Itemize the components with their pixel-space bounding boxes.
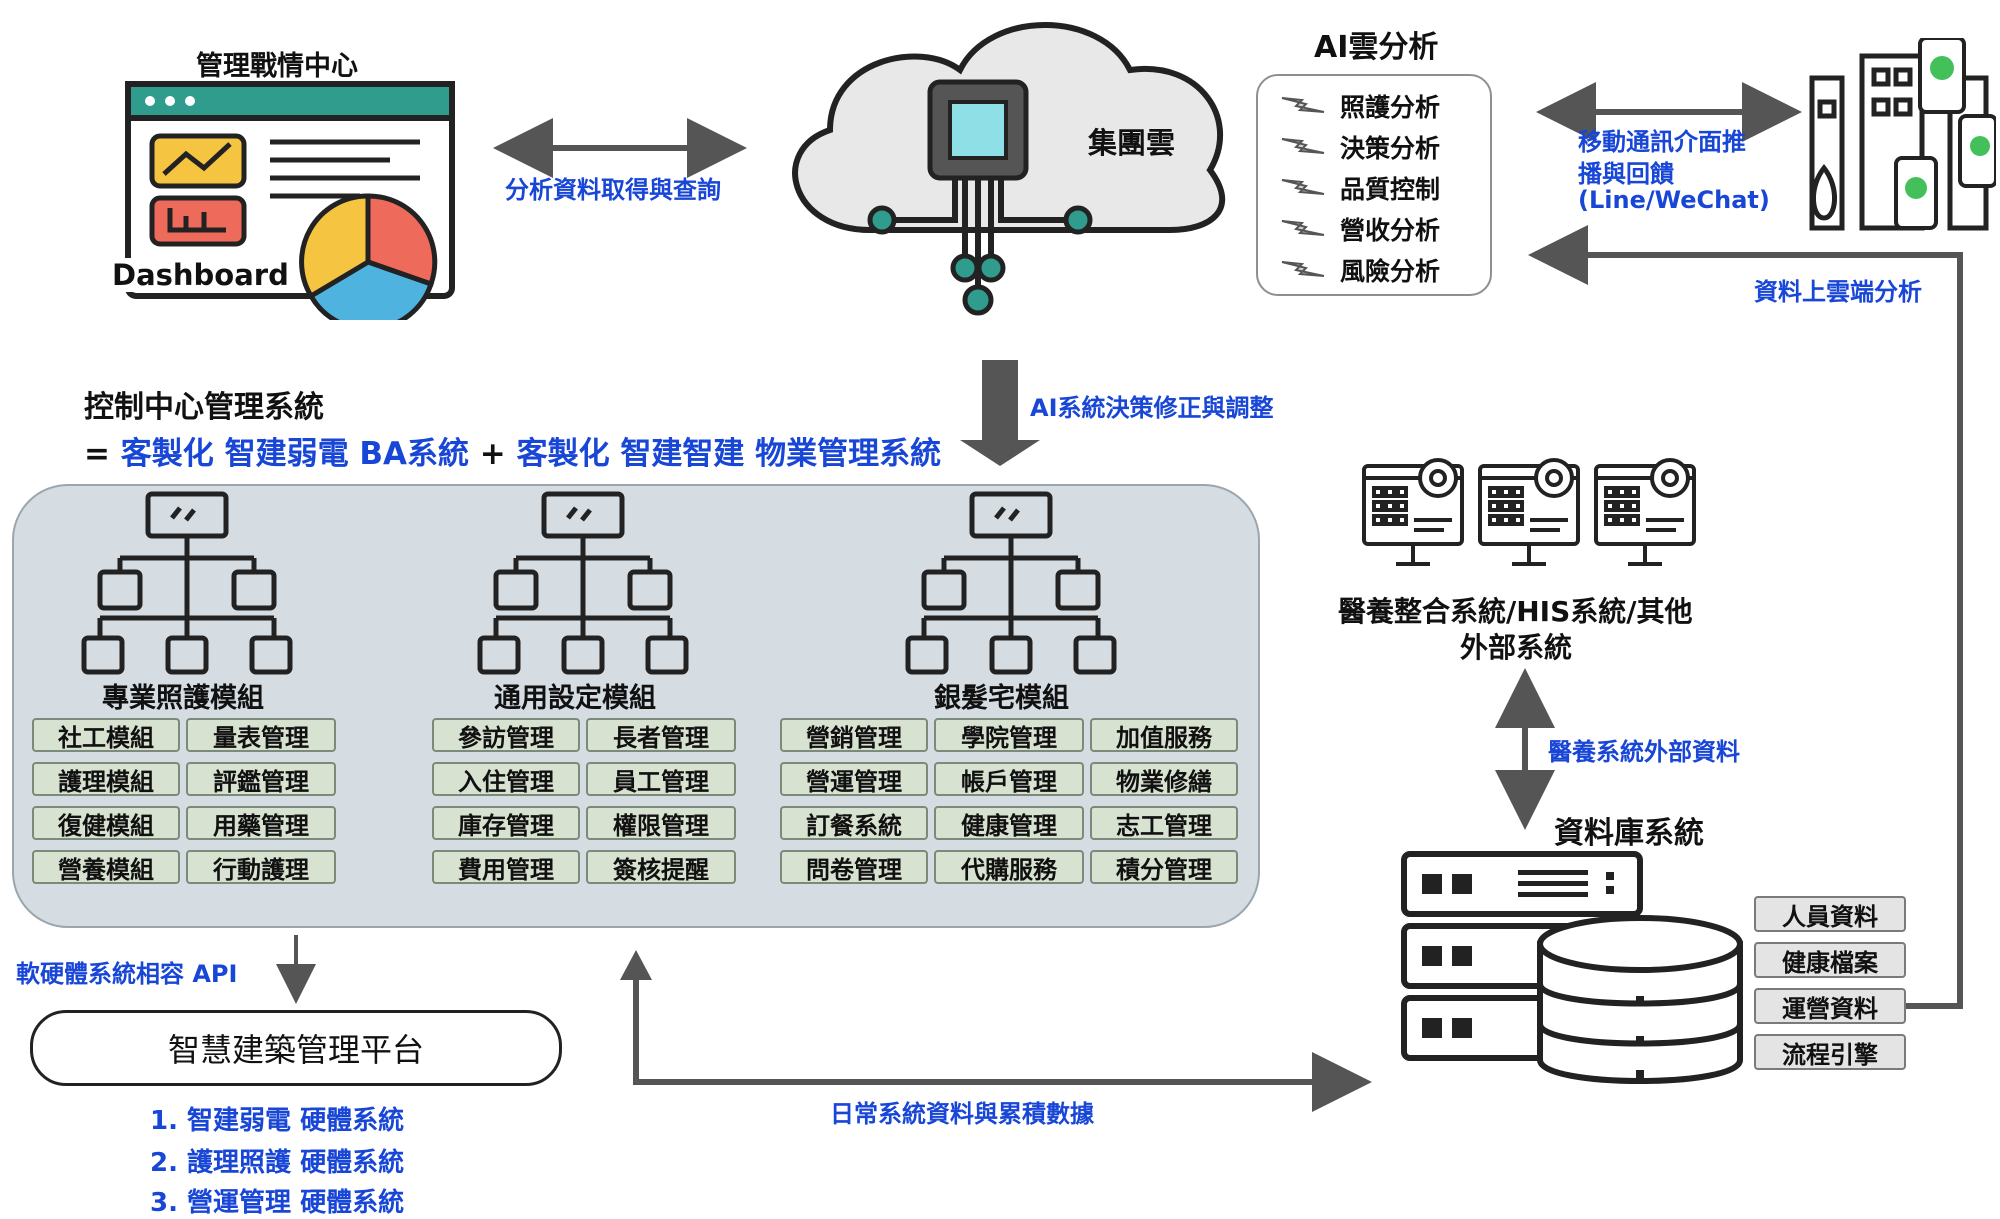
database-item[interactable]: 流程引擎	[1754, 1034, 1906, 1070]
module-item[interactable]: 費用管理	[432, 850, 580, 884]
ai-item: 決策分析	[1258, 125, 1490, 165]
module-item[interactable]: 志工管理	[1090, 806, 1238, 840]
platform-list-item: 1. 智建弱電 硬體系統	[150, 1106, 405, 1136]
his-label-line2: 外部系統	[1460, 631, 1573, 664]
module-item[interactable]: 營養模組	[32, 850, 180, 884]
ai-item-label: 品質控制	[1340, 175, 1441, 204]
lightning-icon	[1281, 138, 1325, 154]
module-item[interactable]: 量表管理	[186, 718, 336, 752]
module-item[interactable]: 營銷管理	[780, 718, 928, 752]
smart-building-platform[interactable]: 智慧建築管理平台	[30, 1010, 562, 1086]
database-title: 資料庫系統	[1554, 816, 1704, 851]
dashboard-title: 管理戰情中心	[196, 51, 358, 82]
ai-item-label: 照護分析	[1340, 93, 1441, 122]
ai-item: 營收分析	[1258, 207, 1490, 247]
cloud-upload-label: 資料上雲端分析	[1754, 278, 1922, 306]
ai-item-label: 營收分析	[1340, 216, 1441, 245]
module-item[interactable]: 行動護理	[186, 850, 336, 884]
subtitle-property-system: 客製化 智建智建 物業管理系統	[516, 436, 942, 472]
module-item[interactable]: 營運管理	[780, 762, 928, 796]
module-item[interactable]: 長者管理	[586, 718, 736, 752]
module-item[interactable]: 評鑑管理	[186, 762, 336, 796]
module-item[interactable]: 簽核提醒	[586, 850, 736, 884]
medical-external-label: 醫養系統外部資料	[1548, 738, 1740, 766]
module-item[interactable]: 社工模組	[32, 718, 180, 752]
module-item[interactable]: 代購服務	[934, 850, 1084, 884]
database-item[interactable]: 健康檔案	[1754, 942, 1906, 978]
smart-city-phones-icon	[1809, 38, 1996, 231]
module-item[interactable]: 參訪管理	[432, 718, 580, 752]
module-item[interactable]: 護理模組	[32, 762, 180, 796]
ai-analysis-box: 照護分析 決策分析 品質控制 營收分析 風險分析	[1256, 74, 1492, 296]
pie-chart-icon	[299, 193, 438, 320]
subtitle-plus: +	[479, 436, 506, 472]
module-item[interactable]: 帳戶管理	[934, 762, 1084, 796]
module-item[interactable]: 庫存管理	[432, 806, 580, 840]
ai-item: 照護分析	[1258, 84, 1490, 124]
module-title-care: 專業照護模組	[102, 683, 264, 714]
module-item[interactable]: 員工管理	[586, 762, 736, 796]
org-chart-icons	[81, 491, 1180, 675]
lightning-icon	[1281, 220, 1325, 236]
api-compat-label: 軟硬體系統相容 API	[16, 960, 238, 988]
module-item[interactable]: 用藥管理	[186, 806, 336, 840]
module-item[interactable]: 權限管理	[586, 806, 736, 840]
arrow-daily-data	[633, 970, 1372, 1112]
module-item[interactable]: 健康管理	[934, 806, 1084, 840]
arrow-ai-decision	[960, 360, 1040, 466]
ai-item-label: 決策分析	[1340, 134, 1441, 163]
platform-list-item: 3. 營運管理 硬體系統	[150, 1188, 405, 1218]
dashboard-label: Dashboard	[108, 258, 293, 292]
arrow-db-to-cloud	[1528, 225, 1963, 1009]
module-title-silver: 銀髮宅模組	[934, 683, 1069, 714]
lightning-icon	[1281, 179, 1325, 195]
module-item[interactable]: 積分管理	[1090, 850, 1238, 884]
lightning-icon	[1281, 97, 1325, 113]
module-item[interactable]: 入住管理	[432, 762, 580, 796]
ai-item: 品質控制	[1258, 166, 1490, 206]
module-title-general: 通用設定模組	[494, 683, 656, 714]
ai-item: 風險分析	[1258, 248, 1490, 288]
database-server-icon	[1401, 851, 1743, 1084]
mobile-push-label-2: 播與回饋	[1578, 160, 1674, 188]
platform-list-item: 2. 護理照護 硬體系統	[150, 1148, 405, 1178]
module-item[interactable]: 物業修繕	[1090, 762, 1238, 796]
ai-item-label: 風險分析	[1340, 257, 1441, 286]
cloud-label: 集團雲	[1088, 126, 1176, 160]
daily-data-label: 日常系統資料與累積數據	[830, 1100, 1094, 1128]
module-item[interactable]: 復健模組	[32, 806, 180, 840]
ai-decision-label: AI系統決策修正與調整	[1030, 394, 1274, 422]
control-center-title: 控制中心管理系統	[84, 390, 324, 425]
dashboard-cloud-label: 分析資料取得與查詢	[505, 176, 721, 204]
his-label-line1: 醫養整合系統/HIS系統/其他	[1338, 595, 1693, 628]
ai-analysis-title: AI雲分析	[1314, 30, 1439, 65]
subtitle-ba-system: 客製化 智建弱電 BA系統	[120, 436, 469, 472]
database-item[interactable]: 人員資料	[1754, 896, 1906, 932]
cloud-icon	[792, 22, 1226, 316]
database-item[interactable]: 運營資料	[1754, 988, 1906, 1024]
subtitle-equals: =	[84, 436, 110, 472]
module-item[interactable]: 訂餐系統	[780, 806, 928, 840]
control-center-subtitle: = 客製化 智建弱電 BA系統 + 客製化 智建智建 物業管理系統	[84, 428, 941, 473]
mobile-push-label-1: 移動通訊介面推	[1578, 128, 1746, 156]
module-item[interactable]: 問卷管理	[780, 850, 928, 884]
module-item[interactable]: 學院管理	[934, 718, 1084, 752]
module-item[interactable]: 加值服務	[1090, 718, 1238, 752]
mobile-push-label-3: (Line/WeChat)	[1578, 186, 1770, 214]
lightning-icon	[1281, 261, 1325, 277]
monitor-gear-icons	[1362, 458, 1696, 566]
